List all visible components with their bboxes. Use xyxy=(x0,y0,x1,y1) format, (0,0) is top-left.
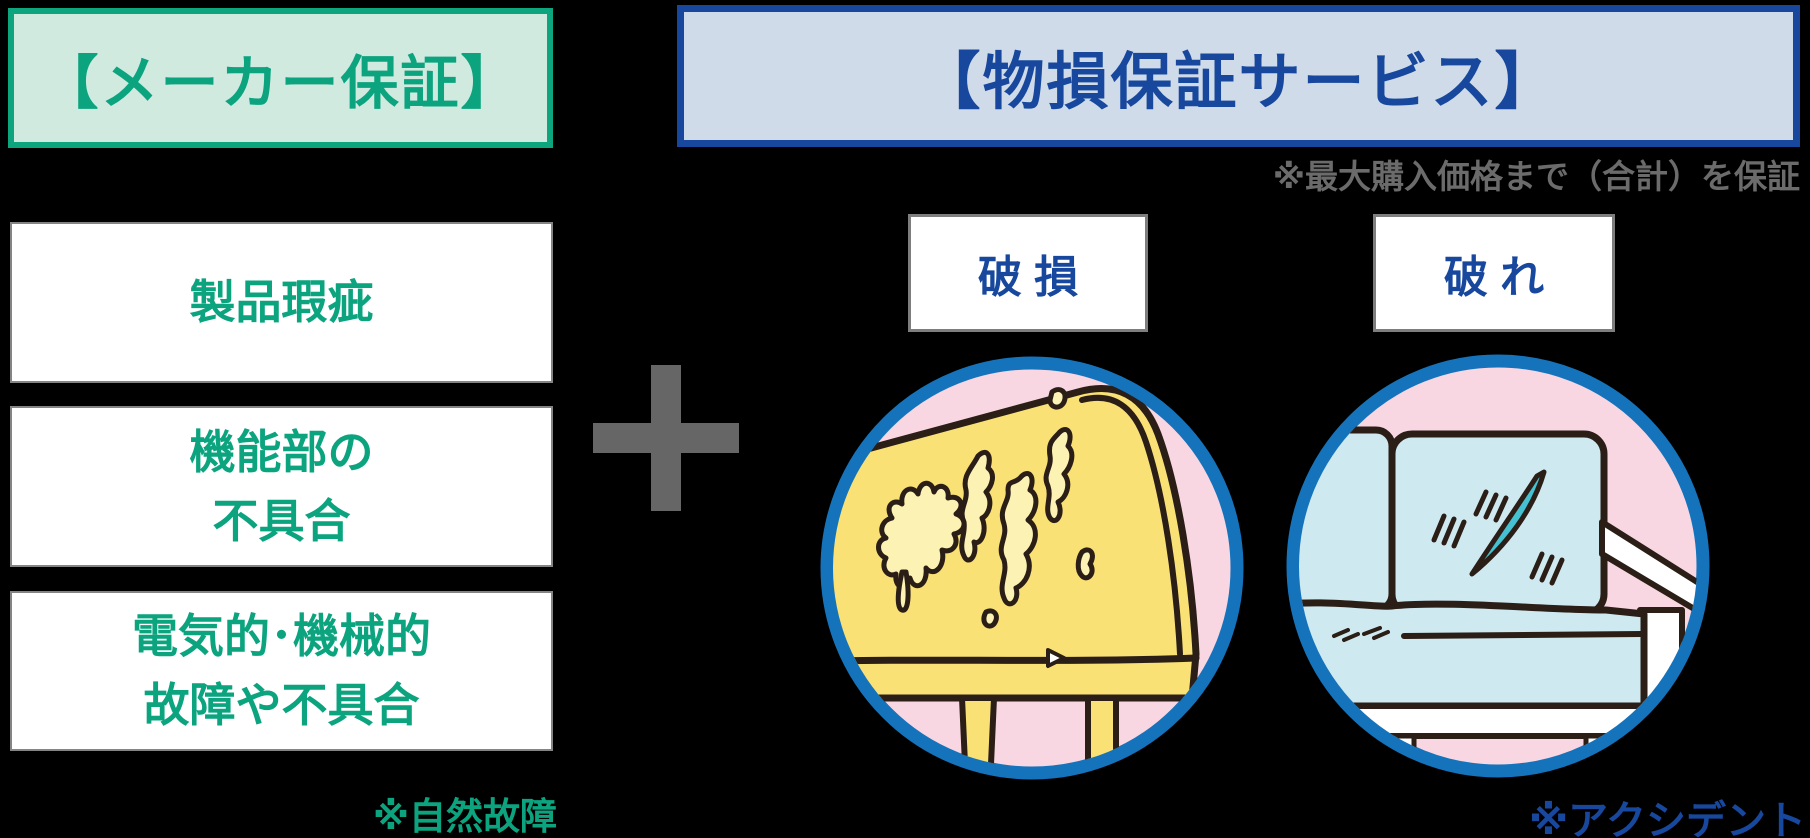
tear-label: 破 れ xyxy=(1443,253,1545,302)
tear-label-box: 破 れ xyxy=(1373,214,1615,332)
property-damage-title: 【物損保証サービス】 xyxy=(918,48,1559,117)
breakage-label: 破 損 xyxy=(977,253,1079,302)
plus-icon-vertical-bar xyxy=(651,365,681,511)
maker-warranty-header: 【メーカー保証】 xyxy=(8,8,553,148)
property-damage-header: 【物損保証サービス】 xyxy=(677,5,1800,147)
maker-item-electrical-mechanical: 電気的･機械的 故障や不具合 xyxy=(10,591,553,751)
maker-warranty-title: 【メーカー保証】 xyxy=(40,51,521,116)
maker-item-line: 機能部の xyxy=(189,425,374,478)
accident-note: ※アクシデント xyxy=(1529,799,1806,838)
torn-sofa-illustration xyxy=(1286,354,1710,778)
damaged-table-illustration xyxy=(820,356,1244,780)
maker-item-line: 故障や不具合 xyxy=(143,679,420,731)
max-purchase-price-note: ※最大購入価格まで（合計）を保証 xyxy=(1272,158,1800,195)
maker-item-functional-failure: 機能部の 不具合 xyxy=(10,406,553,567)
maker-item-line: 不具合 xyxy=(212,494,351,547)
maker-item-line: 製品瑕疵 xyxy=(189,276,374,328)
natural-failure-note: ※自然故障 xyxy=(373,796,557,837)
maker-item-product-defect: 製品瑕疵 xyxy=(10,222,553,383)
breakage-label-box: 破 損 xyxy=(908,214,1148,332)
maker-item-line: 電気的･機械的 xyxy=(132,610,431,662)
